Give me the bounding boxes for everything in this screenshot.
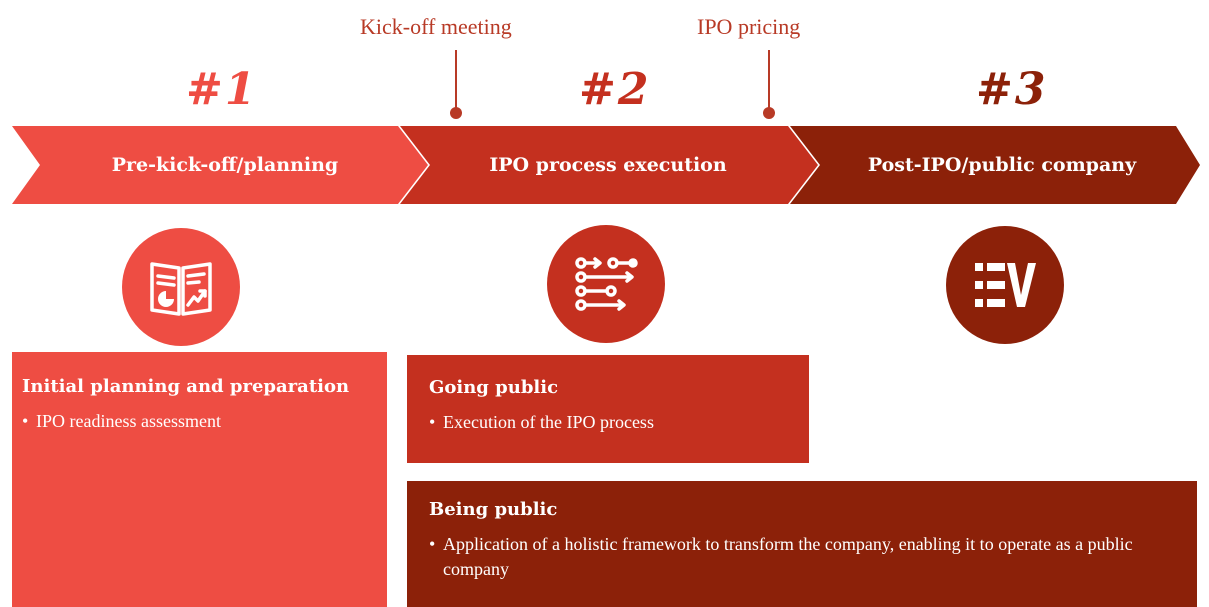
phase-2-icon-circle [547, 225, 665, 343]
phase-3-label: Post-IPO/public company [867, 154, 1137, 176]
chevron-phase-1 [12, 126, 428, 204]
milestone-kickoff-marker [450, 107, 462, 119]
checklist-icon [975, 263, 1036, 307]
phase-1-number: #1 [186, 64, 258, 115]
milestone-pricing-line [768, 50, 770, 110]
phase-1-box-title: Initial planning and preparation [22, 376, 350, 397]
process-flow-icon [575, 257, 638, 311]
bullet-icon: • [22, 411, 29, 431]
phase-3-box-item: • Application of a holistic framework to … [429, 532, 1167, 582]
phase-3-box-title: Being public [429, 499, 558, 520]
phase-1-label: Pre-kick-off/planning [111, 154, 339, 176]
phase-2-box-title: Going public [429, 377, 559, 398]
report-chart-icon [150, 262, 212, 316]
bullet-icon: • [429, 412, 436, 432]
phase-1-box: Initial planning and preparation • IPO re… [12, 352, 387, 607]
phase-2-label: IPO process execution [489, 154, 727, 176]
phase-3-box: Being public • Application of a holistic … [407, 481, 1197, 607]
phase-2-box-item-text: Execution of the IPO process [443, 412, 654, 432]
milestone-pricing-label: IPO pricing [697, 14, 801, 39]
phase-3-number: #3 [976, 64, 1048, 115]
bullet-icon: • [429, 534, 436, 554]
phase-3-box-item-text: Application of a holistic framework to t… [443, 534, 1133, 579]
milestone-kickoff-label: Kick-off meeting [360, 14, 512, 39]
phase-2-number: #2 [579, 64, 651, 115]
phase-3-icon-circle [946, 226, 1064, 344]
milestone-kickoff-line [455, 50, 457, 110]
phase-1-box-item-text: IPO readiness assessment [36, 411, 221, 431]
phase-2-box: Going public • Execution of the IPO proce… [407, 355, 809, 463]
phase-2-box-item: • Execution of the IPO process [429, 410, 795, 435]
phase-1-icon-circle [122, 228, 240, 346]
chevron-phase-2 [400, 126, 818, 204]
milestone-pricing-marker [763, 107, 775, 119]
phase-1-box-item: • IPO readiness assessment [22, 409, 377, 434]
chevron-phase-3 [790, 126, 1200, 204]
